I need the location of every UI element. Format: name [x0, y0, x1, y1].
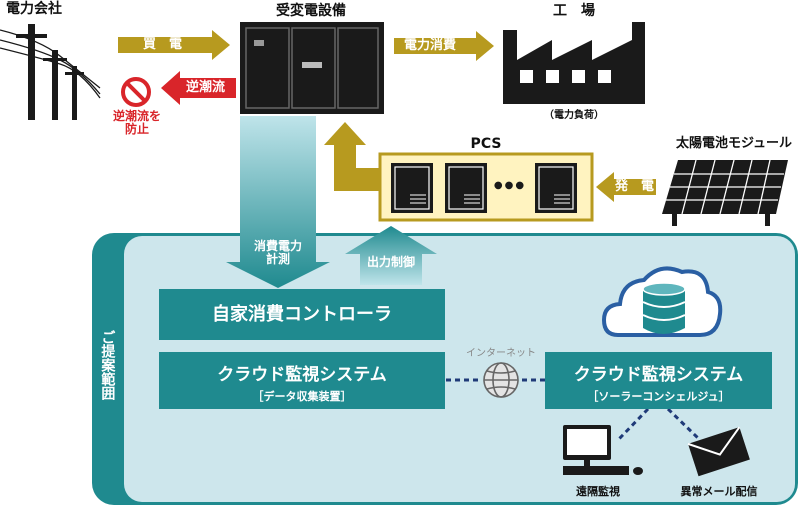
consumption-measure-label: 消費電力 計測 — [253, 239, 303, 267]
output-control-label: 出力制御 — [366, 255, 416, 269]
generation-arrow — [596, 172, 656, 202]
cloud-system-concierge-box: クラウド監視システム ［ソーラーコンシェルジュ］ — [545, 352, 772, 409]
power-consumption-label: 電力消費 — [404, 38, 457, 53]
reverse-flow-label: 逆潮流 — [186, 80, 226, 95]
monitor-link — [616, 407, 650, 442]
power-consumption-arrow — [394, 31, 494, 61]
power-company-label: 電力会社 — [6, 1, 62, 17]
solar-panel-icon — [662, 159, 788, 226]
output-control-arrow — [345, 226, 437, 285]
reverse-flow-arrow — [161, 71, 236, 105]
cloud-system-concierge-title: クラウド監視システム — [573, 365, 744, 385]
internet-label: インターネット — [466, 348, 536, 359]
cloud-system-collector-sub: ［データ収集装置］ — [252, 390, 352, 403]
cloud-system-collector-title: クラウド監視システム — [217, 365, 387, 385]
factory-icon — [503, 22, 645, 104]
pcs-more-dots: ●●● — [493, 180, 527, 191]
proposal-scope-label: ご提案範囲 — [99, 330, 116, 400]
factory-label: 工 場 — [553, 3, 595, 19]
buy-power-label: 買 電 — [143, 37, 183, 52]
cloud-system-collector-box: クラウド監視システム ［データ収集装置］ — [159, 352, 445, 409]
generation-label: 発 電 — [615, 179, 655, 194]
prevent-reverse-flow-label: 逆潮流を 防止 — [112, 109, 162, 137]
alert-mail-label: 異常メール配信 — [680, 485, 758, 498]
pcs-unit-1 — [391, 163, 433, 213]
substation-label: 受変電設備 — [276, 3, 346, 19]
utility-pole-icon — [0, 24, 101, 120]
self-consumption-controller-box: 自家消費コントローラ — [159, 289, 445, 340]
cloud-system-concierge-sub: ［ソーラーコンシェルジュ］ — [587, 390, 730, 403]
mail-icon — [687, 426, 750, 477]
solar-module-label: 太陽電池モジュール — [675, 136, 793, 151]
factory-note-label: （電力負荷） — [544, 110, 604, 121]
pcs-unit-3 — [535, 163, 577, 213]
pcs-to-substation-arrow — [324, 122, 384, 191]
cloud-database-icon — [601, 266, 723, 337]
substation-icon — [240, 22, 384, 114]
mail-link — [666, 407, 700, 440]
pcs-unit-2 — [445, 163, 487, 213]
buy-power-arrow — [118, 30, 230, 60]
monitor-icon — [563, 425, 643, 475]
pcs-label: PCS — [470, 136, 502, 152]
measurement-arrow — [226, 116, 330, 288]
remote-monitoring-label: 遠隔監視 — [576, 485, 620, 498]
globe-icon — [483, 362, 519, 398]
prohibited-icon — [121, 77, 151, 107]
